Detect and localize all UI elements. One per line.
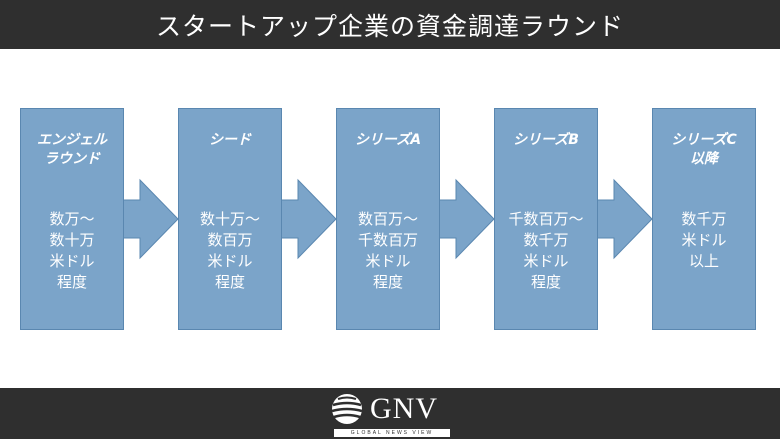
arrow-4 (596, 178, 653, 260)
globe-icon (331, 394, 363, 424)
stage-series-b: シリーズB 千数百万～ 数千万 米ドル 程度 (494, 108, 598, 330)
logo-wordmark: GNV (370, 392, 438, 425)
stage-title: シリーズC 以降 (671, 132, 737, 167)
gnv-logo: GNV GLOBAL NEWS VIEW (330, 392, 452, 438)
stage-series-a: シリーズA 数百万～ 千数百万 米ドル 程度 (336, 108, 440, 330)
arrow-3 (438, 178, 495, 260)
page-title: スタートアップ企業の資金調達ラウンド (155, 11, 624, 41)
stage-amount: 数千万 米ドル 以上 (681, 210, 727, 270)
stage-seed: シード 数十万～ 数百万 米ドル 程度 (178, 108, 282, 330)
stage-amount: 数十万～ 数百万 米ドル 程度 (199, 210, 260, 291)
stage-amount: 数百万～ 千数百万 米ドル 程度 (357, 210, 418, 291)
stage-title: シリーズA (354, 132, 422, 148)
stage-title: エンジェル ラウンド (37, 132, 107, 167)
funding-round-diagram: エンジェル ラウンド 数万～ 数十万 米ドル 程度 シード 数十万～ 数百万 米… (20, 108, 756, 330)
stage-title: シリーズB (513, 132, 579, 148)
stage-title: シード (209, 132, 251, 148)
stage-series-c: シリーズC 以降 数千万 米ドル 以上 (652, 108, 756, 330)
logo-subtitle: GLOBAL NEWS VIEW (334, 429, 450, 437)
header-bar: スタートアップ企業の資金調達ラウンド (0, 0, 780, 49)
stage-amount: 数万～ 数十万 米ドル 程度 (49, 210, 95, 291)
arrow-1 (122, 178, 179, 260)
stage-angel: エンジェル ラウンド 数万～ 数十万 米ドル 程度 (20, 108, 124, 330)
arrow-2 (280, 178, 337, 260)
arrows-layer (122, 178, 653, 260)
stage-amount: 千数百万～ 数千万 米ドル 程度 (508, 210, 584, 291)
